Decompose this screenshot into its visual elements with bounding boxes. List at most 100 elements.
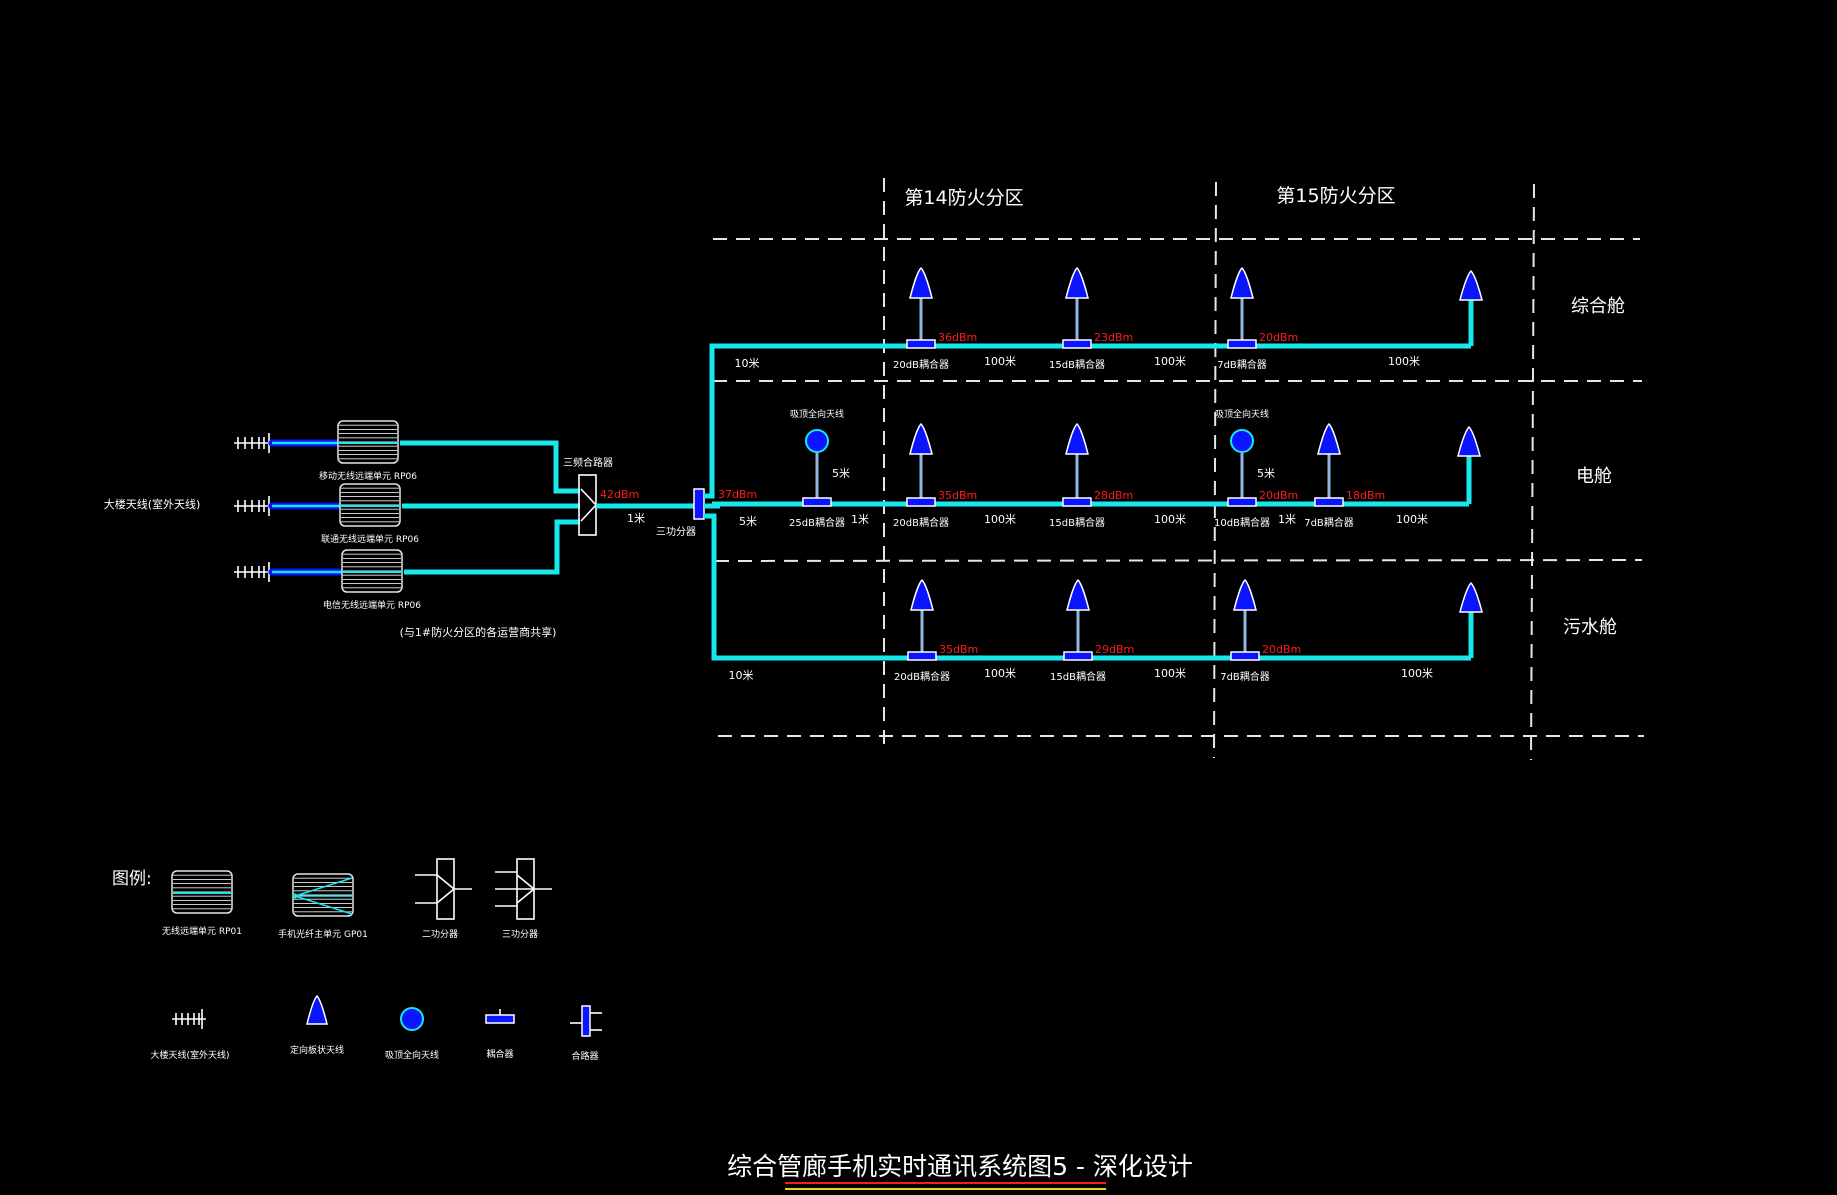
trunk-cable-length: 1米 <box>627 512 645 525</box>
cable-length: 100米 <box>1396 513 1428 526</box>
coupler-icon <box>1062 339 1092 349</box>
yagi-antenna-icon <box>234 433 270 453</box>
rru-label: 电信无线远端单元 RP06 <box>323 599 421 611</box>
antenna-icon <box>1066 578 1090 611</box>
omni-antenna-icon <box>805 429 829 453</box>
signal-level: 20dBm <box>1259 331 1298 344</box>
signal-level: 18dBm <box>1346 489 1385 502</box>
antenna-icon <box>306 994 328 1025</box>
compartment-divider <box>714 559 1643 562</box>
directional-antenna <box>909 422 933 500</box>
directional-antenna <box>909 266 933 342</box>
antenna-type-label: 吸顶全向天线 <box>790 408 844 420</box>
legend-item: 三功分器 <box>495 858 552 940</box>
rru-unit: 联通无线远端单元 RP06 <box>234 483 419 545</box>
combiner-label: 三频合路器 <box>563 456 613 469</box>
compartment-row: 5米吸顶全向天线5米25dB耦合器35dBm20dB耦合器28dBm15dB耦合… <box>712 408 1481 529</box>
coupler-label: 20dB耦合器 <box>894 670 950 683</box>
drop-cable-length: 5米 <box>1257 467 1275 480</box>
directional-antenna <box>1066 578 1090 654</box>
legend-label: 合路器 <box>571 1050 598 1062</box>
omni-ceiling-antenna <box>1230 429 1254 500</box>
coupler-tap: 28dBm 15dB耦合器 <box>1049 422 1133 529</box>
coupler-tap: 35dBm 20dB耦合器 <box>893 422 977 529</box>
coupler-icon <box>485 1009 515 1024</box>
signal-level: 20dBm <box>1259 489 1298 502</box>
fire-zone-14-label: 第14防火分区 <box>904 187 1023 209</box>
rru-label: 移动无线远端单元 RP06 <box>319 470 417 482</box>
splitter3-icon <box>495 858 552 920</box>
legend-item: 大楼天线(室外天线) <box>150 1009 230 1061</box>
signal-level: 36dBm <box>938 331 977 344</box>
cable-length: 100米 <box>1401 667 1433 680</box>
coupler-icon <box>1314 497 1344 507</box>
cable-length: 100米 <box>1154 355 1186 368</box>
antenna-icon <box>1230 266 1254 299</box>
signal-level: 23dBm <box>1094 331 1133 344</box>
cable-length: 1米 <box>851 513 869 526</box>
antenna-icon <box>909 266 933 299</box>
coupler-label: 20dB耦合器 <box>893 516 949 529</box>
riser-to-sewage <box>704 513 740 661</box>
directional-antenna <box>1233 578 1257 654</box>
coupler-label: 7dB耦合器 <box>1217 358 1267 371</box>
coupler-label: 25dB耦合器 <box>789 516 845 529</box>
legend-label: 手机光纤主单元 GP01 <box>278 928 368 940</box>
legend-item: 吸顶全向天线 <box>385 1007 439 1061</box>
coupler-label: 20dB耦合器 <box>893 358 949 371</box>
antenna-icon <box>1317 422 1341 455</box>
fire-zone-15-label: 第15防火分区 <box>1276 185 1395 207</box>
antenna-icon <box>1459 581 1483 613</box>
combiner-output-level: 42dBm <box>600 488 639 501</box>
legend-item: 定向板状天线 <box>290 994 344 1056</box>
coupler-label: 15dB耦合器 <box>1049 516 1105 529</box>
yagi-icon <box>172 1009 206 1029</box>
legend-label: 耦合器 <box>486 1048 513 1060</box>
omni-ceiling-antenna <box>805 429 829 500</box>
legend-title: 图例: <box>112 869 152 889</box>
antenna-type-label: 吸顶全向天线 <box>1215 408 1269 420</box>
signal-level: 28dBm <box>1094 489 1133 502</box>
coupler-label: 10dB耦合器 <box>1214 516 1270 529</box>
legend-label: 定向板状天线 <box>290 1044 344 1056</box>
coupler-icon <box>906 339 936 349</box>
coupler-icon <box>1227 339 1257 349</box>
compartment-label: 污水舱 <box>1563 617 1617 638</box>
omni-icon <box>400 1007 424 1031</box>
antenna-icon <box>909 422 933 455</box>
zone-divider <box>1530 183 1535 761</box>
signal-level: 20dBm <box>1262 643 1301 656</box>
end-antenna <box>1459 581 1483 613</box>
drawing-title: 综合管廊手机实时通讯系统图5 - 深化设计 <box>727 1152 1193 1181</box>
legend-item: 无线远端单元 RP01 <box>162 870 242 937</box>
coupler-icon <box>1062 497 1092 507</box>
legend-item: 手机光纤主单元 GP01 <box>278 873 368 940</box>
rru-unit: 移动无线远端单元 RP06 <box>234 420 417 482</box>
antenna-icon <box>1233 578 1257 611</box>
legend: 图例: 无线远端单元 RP01 手机光纤主单元 GP01 二功分器 三功分器大楼天线(… <box>112 858 602 1062</box>
antenna-icon <box>910 578 934 611</box>
compartment-label: 综合舱 <box>1571 296 1625 317</box>
legend-item: 耦合器 <box>485 1009 515 1060</box>
rru-feed-line <box>400 440 580 494</box>
coupler-icon <box>907 651 937 661</box>
source-note: (与1#防火分区的各运营商共享) <box>400 625 557 639</box>
outdoor-antenna-label: 大楼天线(室外天线) <box>104 497 201 511</box>
signal-level: 35dBm <box>938 489 977 502</box>
legend-label: 二功分器 <box>422 929 458 940</box>
rru-unit: 电信无线远端单元 RP06 <box>234 549 421 611</box>
cable-length: 10米 <box>729 669 754 682</box>
rru-label: 联通无线远端单元 RP06 <box>321 533 419 545</box>
signal-level: 29dBm <box>1095 643 1134 656</box>
zone-grid <box>713 178 1644 761</box>
cable-length: 100米 <box>1154 667 1186 680</box>
directional-antenna <box>910 578 934 654</box>
antenna-icon <box>1065 422 1089 455</box>
legend-label: 无线远端单元 RP01 <box>162 925 242 937</box>
